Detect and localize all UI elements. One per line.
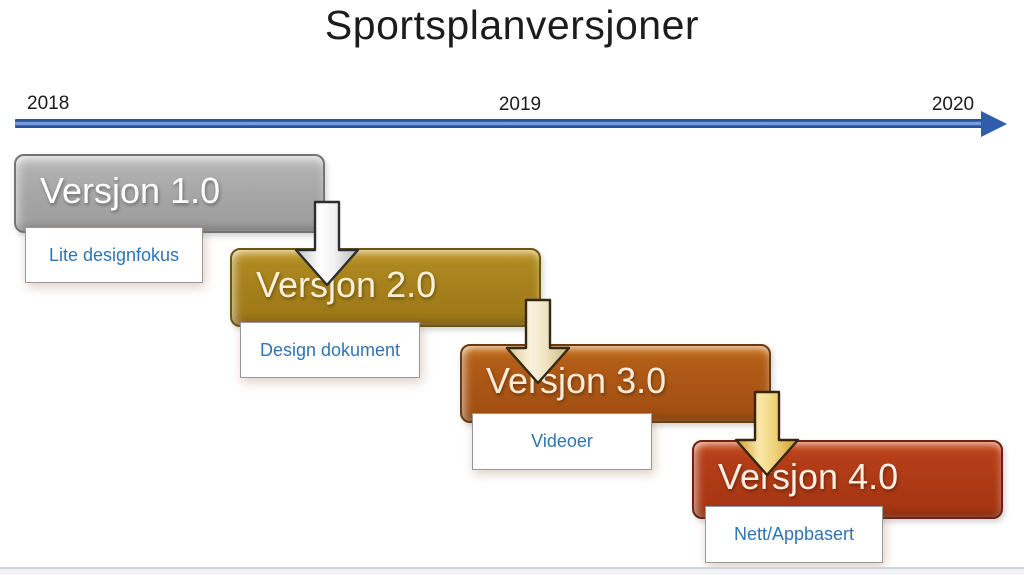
version-3-sublabel: Videoer xyxy=(472,413,652,470)
version-4-sublabel: Nett/Appbasert xyxy=(705,506,883,563)
version-2-title: Versjon 2.0 xyxy=(256,264,437,305)
version-2-sublabel-text: Design dokument xyxy=(259,339,401,360)
version-3-title: Versjon 3.0 xyxy=(486,360,667,401)
version-3-sublabel-text: Videoer xyxy=(531,431,593,451)
version-4-sublabel-text: Nett/Appbasert xyxy=(733,524,855,544)
timeline-line xyxy=(15,119,984,128)
version-4-title: Versjon 4.0 xyxy=(718,456,899,497)
version-1-sublabel-text: Lite designfokus xyxy=(48,244,180,265)
timeline-arrowhead-icon xyxy=(981,111,1007,137)
frame-bottom-strip xyxy=(0,567,1024,575)
timeline-year-2019: 2019 xyxy=(498,94,542,115)
down-arrow-icon-3 xyxy=(734,390,800,477)
timeline-year-2018: 2018 xyxy=(27,93,70,114)
version-box-1: Versjon 1.0 xyxy=(14,154,325,233)
version-1-title: Versjon 1.0 xyxy=(40,170,221,211)
version-2-sublabel: Design dokument xyxy=(240,322,420,378)
down-arrow-icon-1 xyxy=(294,200,360,287)
slide-title: Sportsplanversjoner xyxy=(324,2,700,48)
timeline-year-2020: 2020 xyxy=(931,94,975,115)
version-box-2: Versjon 2.0 xyxy=(230,248,541,327)
down-arrow-icon-2 xyxy=(505,298,571,385)
version-1-sublabel: Lite designfokus xyxy=(25,227,203,283)
